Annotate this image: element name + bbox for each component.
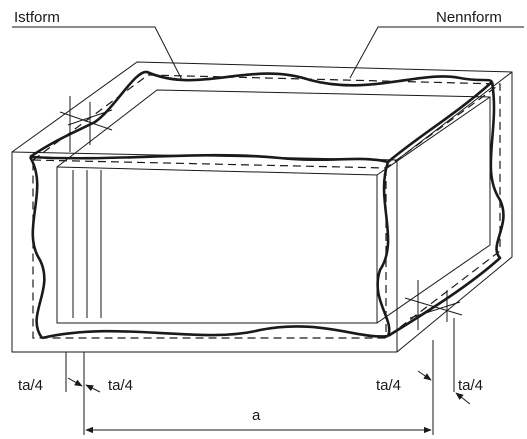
- tolerance-label-3: ta/4: [376, 377, 401, 394]
- actual-form-leader: [12, 26, 183, 81]
- actual-form-label: Istform: [14, 9, 60, 26]
- dimension-extension-lines: [65, 318, 455, 435]
- tolerance-marks-bottom-right: [404, 280, 463, 330]
- label-leaders: [12, 26, 524, 81]
- tolerance-label-4: ta/4: [458, 377, 483, 394]
- nominal-form-label: Nennform: [436, 9, 502, 26]
- inner-tolerance-zone: [56, 89, 491, 324]
- tolerance-label-2: ta/4: [108, 377, 133, 394]
- nominal-form-leader: [349, 26, 524, 79]
- quarter-tolerance-arrows: [67, 370, 471, 405]
- tolerance-label-1: ta/4: [18, 377, 43, 394]
- dimension-a-label: a: [252, 407, 261, 424]
- tolerance-marks-top-left: [59, 96, 113, 152]
- actual-form-outline: [28, 70, 505, 340]
